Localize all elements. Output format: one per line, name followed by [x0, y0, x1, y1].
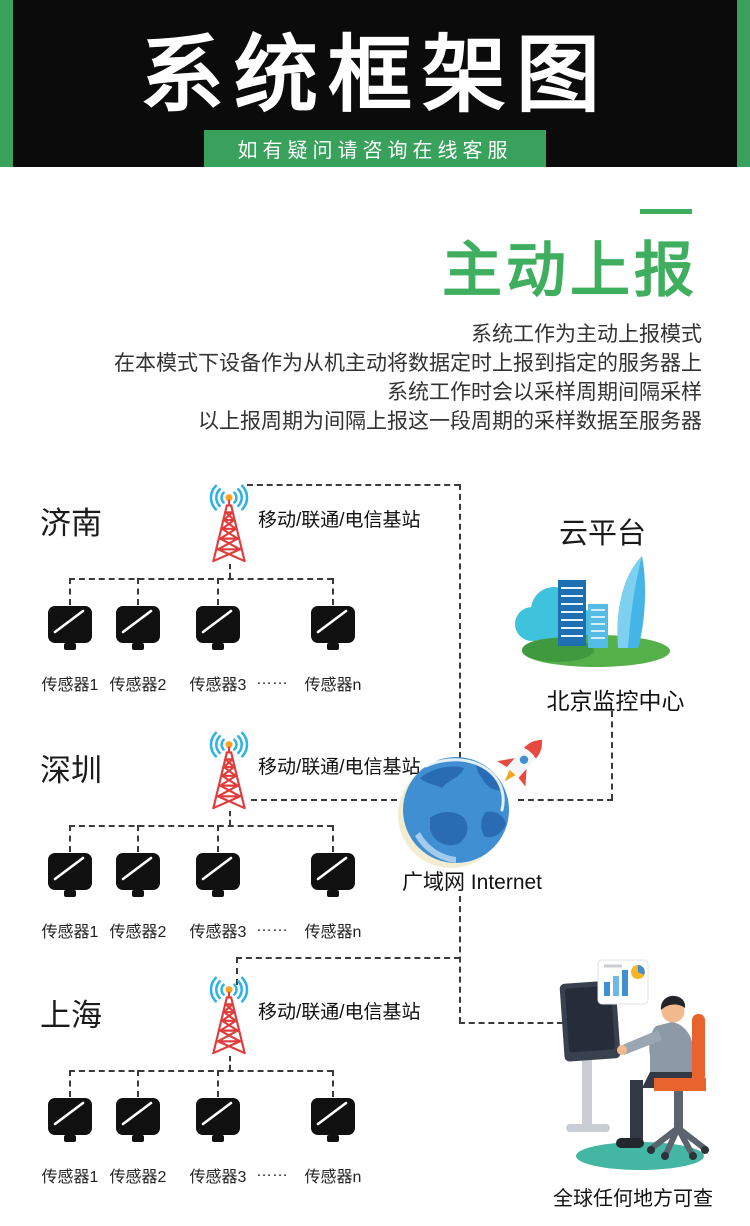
connector-monitor-center-to-globe: [518, 799, 613, 801]
sensor-ellipsis: ……: [256, 918, 288, 935]
header-green-stripe-right: [737, 0, 750, 167]
sensor-label: 传感器3: [189, 677, 247, 694]
sensor-label: 传感器2: [109, 924, 167, 941]
connector-jinan-to-center: [247, 484, 460, 486]
tower-bus-stub-line: [229, 564, 231, 578]
city-name: 济南: [40, 506, 102, 541]
sensor-device-icon: [194, 605, 242, 651]
connector-globe-down-to-client: [459, 896, 461, 1023]
sensor-device-icon: [114, 852, 162, 898]
sensor-device-icon: [46, 1097, 94, 1143]
sensor-drop-line: [217, 1070, 219, 1097]
sensor-drop-line: [332, 825, 334, 852]
description-line: 系统工作为主动上报模式: [471, 323, 702, 346]
cloud-city-illustration: [484, 546, 696, 674]
city-name: 深圳: [40, 753, 102, 788]
base-station-label: 移动/联通/电信基站: [258, 757, 421, 778]
sensor-drop-line: [137, 825, 139, 852]
internet-label: 广域网 Internet: [401, 871, 543, 894]
sensor-drop-line: [137, 578, 139, 605]
monitoring-center-caption: 北京监控中心: [546, 688, 685, 714]
description-line: 在本模式下设备作为从机主动将数据定时上报到指定的服务器上: [114, 352, 702, 375]
sensor-ellipsis: ……: [256, 1163, 288, 1180]
sensor-drop-line: [217, 578, 219, 605]
connector-center-down-to-globe: [459, 484, 461, 758]
city-name: 上海: [40, 998, 102, 1033]
sensor-label: 传感器1: [41, 677, 99, 694]
page-title: 系统框架图: [139, 28, 610, 122]
connector-to-client: [459, 1022, 563, 1024]
connector-shanghai-stub: [236, 957, 238, 985]
cell-tower-icon: [200, 974, 258, 1056]
description-line: 系统工作时会以采样周期间隔采样: [387, 381, 702, 404]
sensor-label: 传感器1: [41, 924, 99, 941]
globe-rocket-illustration: [390, 726, 558, 872]
section-description: 系统工作为主动上报模式 在本模式下设备作为从机主动将数据定时上报到指定的服务器上…: [42, 320, 702, 436]
city-group-jinan: 济南 移动/联通/电信基站 传感器1 传感器2 传感器3 …… 传感器n: [0, 478, 470, 718]
tower-bus-stub-line: [229, 811, 231, 825]
sensor-label: 传感器n: [304, 677, 362, 694]
base-station-label: 移动/联通/电信基站: [258, 1002, 421, 1023]
description-line: 以上报周期为间隔上报这一段周期的采样数据至服务器: [198, 410, 702, 433]
sensor-label: 传感器3: [189, 924, 247, 941]
sensor-device-icon: [194, 1097, 242, 1143]
sensor-device-icon: [309, 1097, 357, 1143]
city-group-shenzhen: 深圳 移动/联通/电信基站 传感器1 传感器2 传感器3 …… 传感器n: [0, 725, 470, 965]
cloud-platform-title: 云平台: [558, 518, 646, 550]
sensor-drop-line: [69, 825, 71, 852]
sensor-drop-line: [332, 578, 334, 605]
sensor-label: 传感器n: [304, 1169, 362, 1186]
sensor-label: 传感器3: [189, 1169, 247, 1186]
connector-shenzhen-to-globe: [251, 799, 407, 801]
sensor-device-icon: [114, 1097, 162, 1143]
sensor-label: 传感器1: [41, 1169, 99, 1186]
header-green-stripe-left: [0, 0, 13, 167]
sensor-label: 传感器2: [109, 677, 167, 694]
city-group-shanghai: 上海 移动/联通/电信基站 传感器1 传感器2 传感器3 …… 传感器n: [0, 970, 470, 1210]
sensor-device-icon: [46, 605, 94, 651]
sensor-bus-line: [69, 578, 333, 580]
sensor-drop-line: [332, 1070, 334, 1097]
base-station-label: 移动/联通/电信基站: [258, 510, 421, 531]
connector-shanghai-to-center: [236, 957, 460, 959]
cell-tower-icon: [200, 482, 258, 564]
sensor-drop-line: [69, 578, 71, 605]
client-caption: 全球任何地方可查: [553, 1188, 713, 1210]
sensor-device-icon: [114, 605, 162, 651]
cell-tower-icon: [200, 729, 258, 811]
sensor-device-icon: [309, 605, 357, 651]
sensor-label: 传感器2: [109, 1169, 167, 1186]
connector-monitor-center-down: [611, 711, 613, 800]
section-title: 主动上报: [442, 237, 698, 304]
sensor-ellipsis: ……: [256, 671, 288, 688]
operator-at-desk-illustration: [556, 956, 718, 1176]
sensor-drop-line: [69, 1070, 71, 1097]
sensor-device-icon: [194, 852, 242, 898]
sensor-device-icon: [46, 852, 94, 898]
sensor-drop-line: [217, 825, 219, 852]
sensor-device-icon: [309, 852, 357, 898]
notice-bar: 如有疑问请咨询在线客服: [204, 130, 546, 167]
section-accent-line: [640, 209, 692, 214]
sensor-label: 传感器n: [304, 924, 362, 941]
header-banner: 系统框架图 如有疑问请咨询在线客服: [0, 0, 750, 167]
sensor-bus-line: [69, 1070, 333, 1072]
tower-bus-stub-line: [229, 1056, 231, 1070]
sensor-bus-line: [69, 825, 333, 827]
sensor-drop-line: [137, 1070, 139, 1097]
